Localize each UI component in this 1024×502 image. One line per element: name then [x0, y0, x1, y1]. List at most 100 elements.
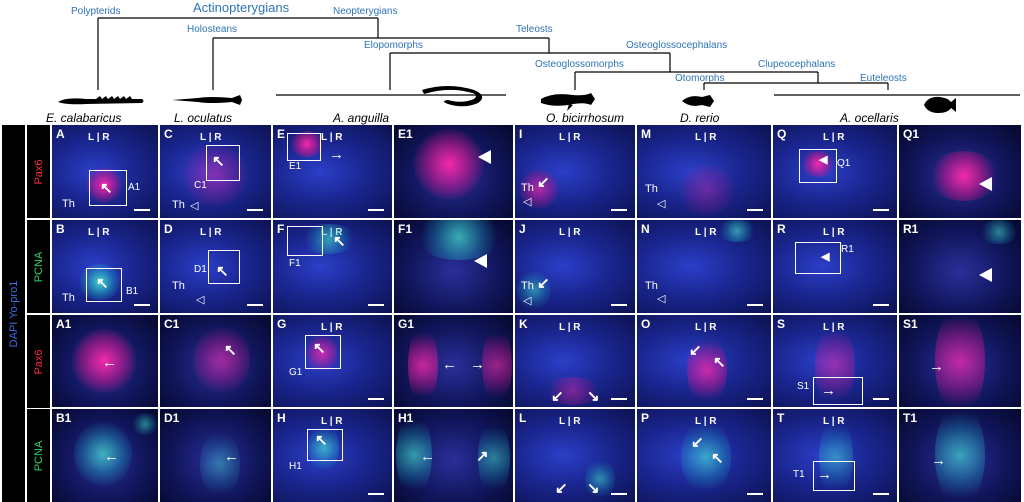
arrow-icon: ↖	[313, 340, 326, 357]
eel-silhouette-icon	[422, 86, 483, 107]
row-label-pcna-1: PCNA	[27, 220, 50, 313]
panel-P: P L | R ↙ ↖	[637, 409, 771, 502]
arrow-icon: ↖	[315, 432, 328, 449]
row-label-pax6-1: Pax6	[27, 125, 50, 218]
arrow-icon: ↖	[216, 263, 229, 280]
scale-bar	[873, 209, 889, 211]
panel-S1: S1 →	[899, 315, 1021, 407]
open-arrowhead-icon: ◁	[657, 198, 666, 210]
species-l-oculatus: L. oculatus	[174, 111, 233, 125]
scale-bar	[368, 398, 384, 400]
panel-R1: R1	[899, 220, 1021, 313]
arrow-icon: ←	[104, 448, 119, 465]
clade-teleosts: Teleosts	[516, 24, 553, 35]
scale-bar	[611, 493, 627, 495]
species-o-bicirrhosum: O. bicirrhosum	[546, 111, 625, 125]
arrow-icon: ↖	[711, 450, 724, 467]
panel-I: I L | R ↙ Th ◁	[515, 125, 635, 218]
arrow-icon: ↘	[587, 480, 600, 497]
clade-polypterids: Polypterids	[71, 6, 121, 17]
scale-bar	[747, 398, 763, 400]
arrow-icon: →	[929, 358, 944, 375]
panel-F1: F1	[394, 220, 513, 313]
scale-bar	[134, 209, 150, 211]
scale-bar	[368, 209, 384, 211]
scale-bar	[247, 209, 263, 211]
arrowhead-icon	[979, 177, 992, 191]
species-e-calabaricus: E. calabaricus	[46, 111, 122, 125]
panel-E: E L | R E1 →	[273, 125, 392, 218]
clade-otomorphs: Otomorphs	[675, 73, 725, 84]
inset-box	[89, 170, 127, 206]
arrowhead-icon	[478, 150, 491, 164]
clade-actinopterygians: Actinopterygians	[193, 0, 290, 15]
arrow-icon: ↙	[537, 275, 550, 292]
reedfish-silhouette-icon	[58, 96, 144, 105]
scale-bar	[368, 493, 384, 495]
lr-label: L | R	[88, 132, 110, 143]
arowana-silhouette-icon	[541, 93, 595, 111]
panel-G1: G1 ← →	[394, 315, 513, 407]
inset-box	[813, 461, 855, 491]
panel-C: C L | R C1 ↖ Th ◁	[160, 125, 271, 218]
zebrafish-silhouette-icon	[682, 95, 714, 107]
clade-osteoglossocephalans: Osteoglossocephalans	[626, 40, 728, 51]
panel-A: A L | R A1 ↖ Th	[52, 125, 158, 218]
scale-bar	[247, 304, 263, 306]
scale-bar	[368, 304, 384, 306]
panel-R: R L | R R1 ◀	[773, 220, 897, 313]
arrow-icon: →	[821, 382, 836, 399]
panel-Q1: Q1	[899, 125, 1021, 218]
arrow-icon: ↙	[689, 342, 702, 359]
panel-D: D L | R D1 ↖ Th ◁	[160, 220, 271, 313]
scale-bar	[747, 493, 763, 495]
arrow-icon: →	[931, 452, 946, 469]
gar-silhouette-icon	[172, 95, 242, 105]
arrow-icon: ↖	[100, 180, 113, 197]
open-arrowhead-icon: ◁	[190, 200, 199, 212]
panel-E1: E1	[394, 125, 513, 218]
panel-T1: T1 →	[899, 409, 1021, 502]
scale-bar	[134, 304, 150, 306]
row-label-pcna-2: PCNA	[27, 409, 50, 502]
scale-bar	[873, 304, 889, 306]
arrow-icon: →	[817, 466, 832, 483]
open-arrowhead-icon: ◁	[523, 295, 532, 307]
arrow-icon: ←	[442, 356, 457, 373]
arrow-icon: ↖	[224, 342, 237, 359]
arrow-icon: →	[329, 146, 344, 163]
panel-D1: D1 ←	[160, 409, 271, 502]
arrow-icon: ↙	[555, 480, 568, 497]
panel-J: J L | R ↙ Th ◁	[515, 220, 635, 313]
scale-bar	[873, 398, 889, 400]
panel-S: S L | R S1 →	[773, 315, 897, 407]
inset-box	[305, 335, 341, 369]
clade-elopomorphs: Elopomorphs	[364, 40, 423, 51]
panel-G: G L | R G1 ↖	[273, 315, 392, 407]
arrowhead-icon	[979, 268, 992, 282]
inset-box	[795, 242, 841, 274]
arrow-icon: ↖	[713, 354, 726, 371]
panel-F: F L | R F1 ↖	[273, 220, 392, 313]
clade-osteoglossomorphs: Osteoglossomorphs	[535, 59, 624, 70]
inset-box	[86, 268, 122, 302]
arrow-icon: ↙	[551, 388, 564, 405]
scale-bar	[611, 304, 627, 306]
inset-box	[206, 145, 240, 181]
panel-K: K L | R ↙ ↘	[515, 315, 635, 407]
panel-H1: H1 ← ↗	[394, 409, 513, 502]
dapi-yopro1-side-label: DAPI Yo-pro1	[2, 125, 25, 502]
open-arrowhead-icon: ◁	[657, 293, 666, 305]
scale-bar	[611, 398, 627, 400]
arrowhead-icon	[474, 254, 487, 268]
clade-euteleosts: Euteleosts	[860, 73, 907, 84]
arrow-icon: ↖	[333, 233, 346, 250]
clade-clupeocephalans: Clupeocephalans	[758, 59, 836, 70]
arrow-icon: →	[470, 356, 485, 373]
scale-bar	[611, 209, 627, 211]
arrowhead-icon: ◀	[821, 251, 830, 263]
arrow-icon: ↙	[691, 434, 704, 451]
species-a-ocellaris: A. ocellaris	[840, 111, 899, 125]
clownfish-silhouette-icon	[924, 96, 956, 113]
panel-C1: C1 ↖	[160, 315, 271, 407]
